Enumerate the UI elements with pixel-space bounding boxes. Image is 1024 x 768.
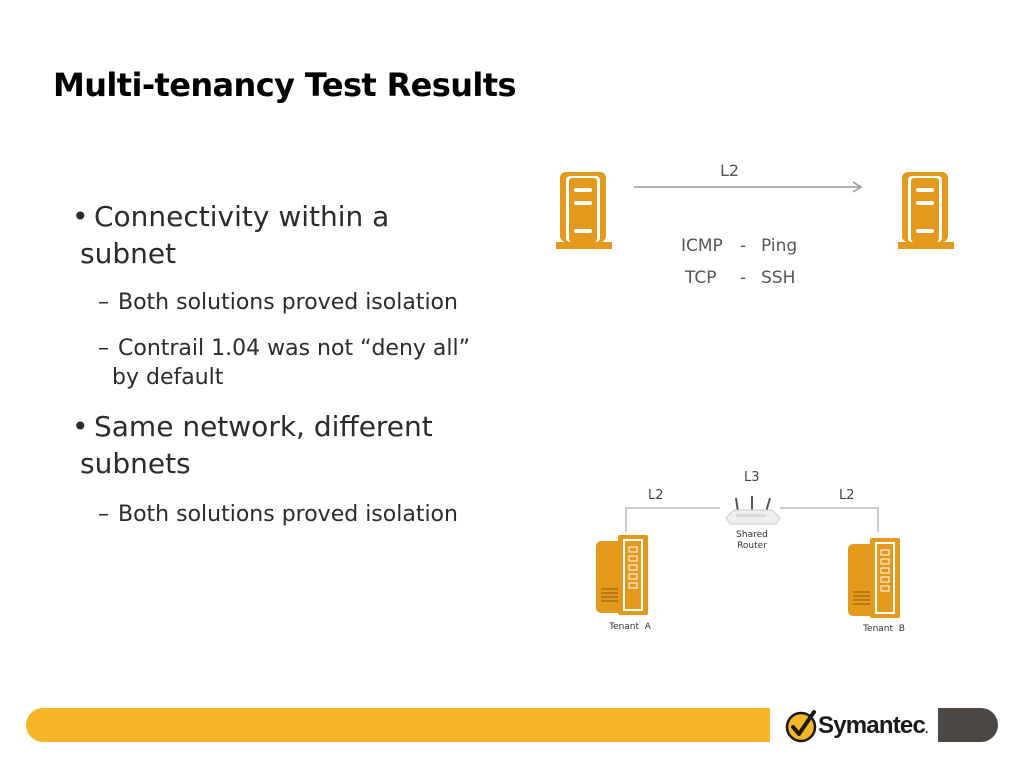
sub-bullet-item: – Both solutions proved isolation <box>98 500 498 529</box>
sub-bullet-item: – Contrail 1.04 was not “deny all” by de… <box>98 334 498 392</box>
arrow-icon <box>634 181 863 193</box>
protocol-name: ICMP <box>681 236 723 256</box>
sub-bullet-marker: – <box>98 336 109 361</box>
sub-bullet-text: Both solutions proved isolation <box>118 290 458 315</box>
bullet-text: Same network, different <box>94 410 433 443</box>
slide-title: Multi-tenancy Test Results <box>53 66 517 104</box>
bullet-marker: • <box>72 410 89 443</box>
server-icon <box>898 172 954 249</box>
right-link-label: L2 <box>839 488 855 503</box>
connection-lines <box>625 507 879 532</box>
link-label: L2 <box>720 161 740 180</box>
router-icon <box>725 496 781 525</box>
bullet-marker: • <box>72 200 89 233</box>
router-link-label: L3 <box>744 470 760 485</box>
logo-text: Symantec. <box>818 712 928 739</box>
bullet-item: • Same network, different subnets <box>72 408 492 482</box>
footer-bar <box>26 708 770 742</box>
bullet-text: subnets <box>80 447 191 480</box>
protocol-sep: - <box>740 236 747 256</box>
tenant-a-label: Tenant A <box>609 622 651 632</box>
router-label: Shared <box>736 530 768 540</box>
sub-bullet-marker: – <box>98 502 109 527</box>
sub-bullet-text: Contrail 1.04 was not “deny all” <box>118 336 471 361</box>
sub-bullet-marker: – <box>98 290 109 315</box>
checkmark-icon <box>785 710 817 743</box>
router-label: Router <box>737 541 767 551</box>
protocol-sep: - <box>740 268 747 288</box>
protocol-tool: SSH <box>761 268 796 288</box>
sub-bullet-item: – Both solutions proved isolation <box>98 288 498 317</box>
left-link-label: L2 <box>648 488 664 503</box>
tenant-a-server-icon <box>596 535 648 615</box>
symantec-logo: Symantec. <box>784 706 928 746</box>
protocol-tool: Ping <box>761 236 798 256</box>
server-icon <box>556 172 612 249</box>
bullet-text: Connectivity within a <box>94 200 390 233</box>
tenant-b-label: Tenant B <box>863 624 905 634</box>
bullet-text: subnet <box>80 237 177 270</box>
protocol-name: TCP <box>685 268 717 288</box>
page-number-box <box>938 708 998 742</box>
tenant-b-server-icon <box>848 538 900 618</box>
sub-bullet-text: Both solutions proved isolation <box>118 502 458 527</box>
sub-bullet-text: by default <box>112 365 224 390</box>
bullet-item: • Connectivity within a subnet <box>72 198 492 272</box>
